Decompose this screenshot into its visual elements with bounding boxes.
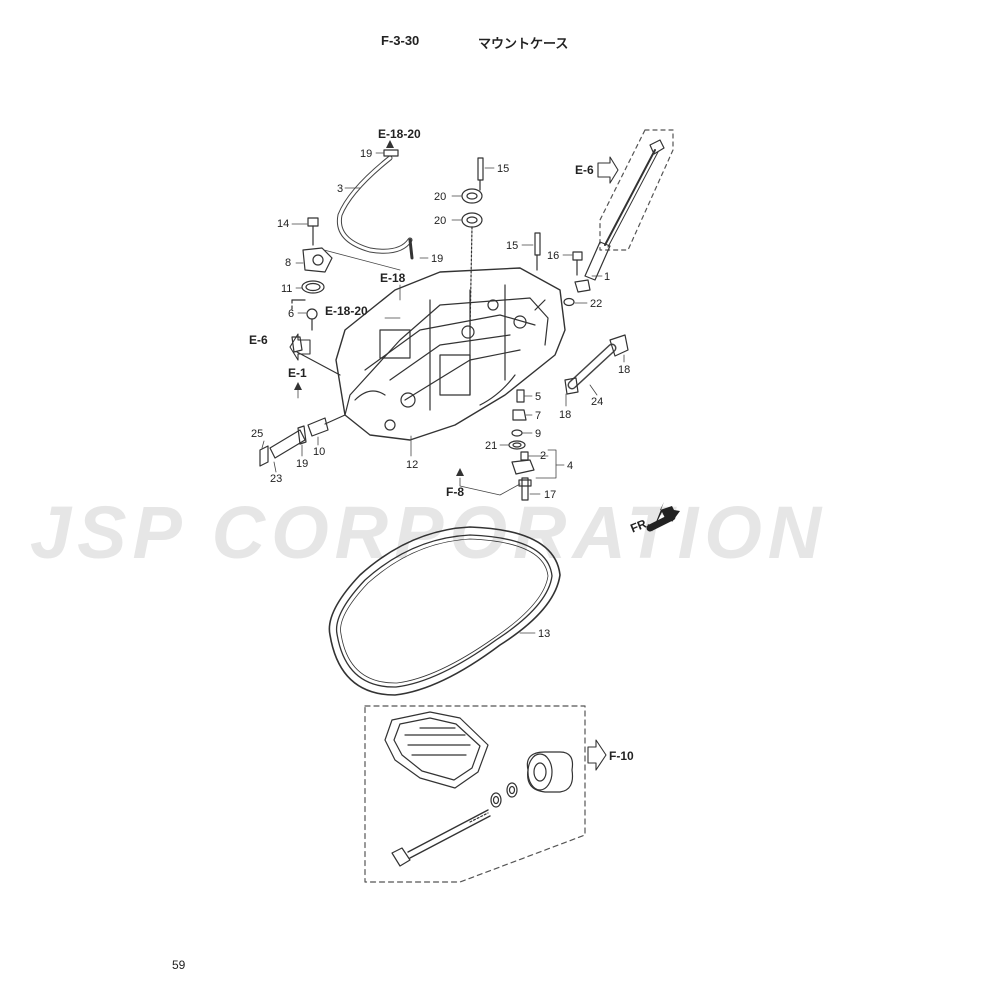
part-label-12: 12 <box>406 459 419 471</box>
part-label-1: 1 <box>604 271 611 283</box>
part-label-21: 21 <box>485 440 498 452</box>
mount-case <box>335 267 566 441</box>
part-label-11: 11 <box>281 283 293 295</box>
section-ref-f-10[interactable]: F-10 <box>609 749 634 763</box>
part-label-15-mid: 15 <box>506 240 519 252</box>
part-label-5: 5 <box>535 391 542 403</box>
part-label-24: 24 <box>591 396 604 408</box>
part-label-20-bottom: 20 <box>434 215 447 227</box>
part-label-7: 7 <box>535 410 542 422</box>
part-label-3: 3 <box>337 183 344 195</box>
part-label-18-left: 18 <box>559 409 572 421</box>
part-label-8: 8 <box>285 257 292 269</box>
section-ref-f-8[interactable]: F-8 <box>446 485 464 499</box>
part-label-20-top: 20 <box>434 191 447 203</box>
part-label-4: 4 <box>567 460 574 472</box>
part-label-10: 10 <box>313 446 326 458</box>
section-ref-e-18[interactable]: E-18 <box>380 271 406 285</box>
section-ref-e-6-right[interactable]: E-6 <box>575 163 594 177</box>
part-label-6: 6 <box>288 308 295 320</box>
part-label-14: 14 <box>277 218 290 230</box>
figure-title: マウントケース <box>478 36 569 51</box>
part-label-23: 23 <box>270 473 283 485</box>
part-label-2: 2 <box>540 450 547 462</box>
section-ref-e-18-20-mid[interactable]: E-18-20 <box>325 304 368 318</box>
part-label-15-top: 15 <box>497 163 510 175</box>
part-label-13: 13 <box>538 628 551 640</box>
part-label-22: 22 <box>590 298 603 310</box>
part-label-17: 17 <box>544 489 557 501</box>
section-ref-e-6-left[interactable]: E-6 <box>249 333 268 347</box>
figure-code: F-3-30 <box>381 33 420 48</box>
section-ref-e-18-20-top[interactable]: E-18-20 <box>378 127 421 141</box>
part-label-25: 25 <box>251 428 264 440</box>
part-label-18-right: 18 <box>618 364 631 376</box>
part-label-19-hose-clip: 19 <box>360 148 373 160</box>
section-ref-e-1[interactable]: E-1 <box>288 366 307 380</box>
part-label-19-bottom: 19 <box>296 458 309 470</box>
part-label-9: 9 <box>535 428 542 440</box>
part-label-19-clip: 19 <box>431 253 444 265</box>
page-number: 59 <box>172 958 186 972</box>
part-label-16: 16 <box>547 250 560 262</box>
